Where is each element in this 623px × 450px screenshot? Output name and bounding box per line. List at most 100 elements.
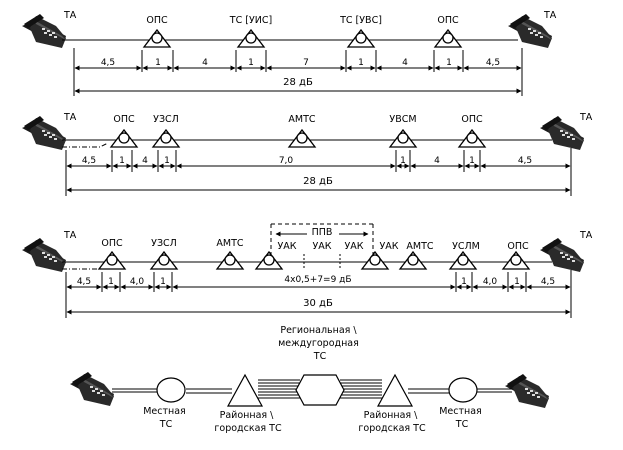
- phone-label-right: ТА: [579, 112, 593, 123]
- node-uzsl-icon: [152, 129, 180, 148]
- node-label: АМТС: [288, 114, 315, 125]
- node-uak-icon: [255, 251, 283, 270]
- total-loss: 28 дБ: [303, 176, 333, 187]
- district-exchange-right-icon: [376, 373, 414, 407]
- node-label: ТС [УВС]: [339, 15, 382, 26]
- node-label: ОПС: [101, 238, 123, 249]
- local-exchange-left-label-line: ТС: [159, 419, 173, 430]
- telephone-left-icon: [22, 116, 66, 150]
- node-ts-uvs-icon: [347, 29, 375, 48]
- node-label: ОПС: [437, 15, 459, 26]
- local-exchange-left-label-line: Местная: [143, 406, 186, 417]
- telephone-right-icon: [540, 116, 584, 150]
- segment-loss: 1: [358, 58, 364, 68]
- phone-label-left: ТА: [63, 230, 77, 241]
- node-ops-icon: [458, 129, 486, 148]
- node-label: ОПС: [461, 114, 483, 125]
- node-uslm-icon: [449, 251, 477, 270]
- node-label: ОПС: [146, 15, 168, 26]
- segment-loss: 1: [160, 277, 166, 287]
- segment-loss: 4: [434, 156, 440, 166]
- node-label: УАК: [344, 241, 363, 252]
- segment-loss: 1: [108, 277, 114, 287]
- phone-label-left: ТА: [63, 10, 77, 21]
- subscriber-dashed-line: [62, 142, 109, 148]
- node-ops-icon: [143, 29, 171, 48]
- node-label: УЗСЛ: [151, 238, 177, 249]
- segment-loss: 4,5: [541, 277, 555, 287]
- segment-loss: 1: [469, 156, 475, 166]
- total-loss: 30 дБ: [303, 298, 333, 309]
- segment-loss: 4: [402, 58, 408, 68]
- regional-exchange-label-line: междугородная: [278, 338, 359, 349]
- telephone-left-icon: [22, 238, 66, 272]
- segment-loss: 4,5: [518, 156, 532, 166]
- phone-label-right: ТА: [543, 10, 557, 21]
- node-label: ОПС: [507, 241, 529, 252]
- node-uak-icon: [361, 251, 389, 270]
- segment-loss: 4: [142, 156, 148, 166]
- node-label: УАК: [277, 241, 296, 252]
- segment-loss: 4: [202, 58, 208, 68]
- telephone-left-icon: [70, 372, 114, 406]
- node-label: ОПС: [113, 114, 135, 125]
- node-ops-icon: [502, 251, 530, 270]
- node-label: УАК: [312, 241, 331, 252]
- telephone-right-icon: [540, 238, 584, 272]
- segment-loss: 1: [164, 156, 170, 166]
- node-ts-uis-icon: [237, 29, 265, 48]
- local-exchange-left-label: Местная ТС: [143, 406, 189, 430]
- node-label: УВСМ: [389, 114, 416, 125]
- regional-exchange-label: Региональная \ междугородная ТС: [278, 325, 362, 362]
- segment-loss: 4,0: [483, 277, 498, 287]
- segment-loss: 4,5: [486, 58, 500, 68]
- segment-loss: 4,5: [77, 277, 91, 287]
- district-exchange-left-label-line: городская ТС: [214, 423, 282, 434]
- regional-exchange-label-line: Региональная \: [280, 325, 357, 336]
- segment-loss: 1: [248, 58, 254, 68]
- trunk-lines: [112, 379, 512, 399]
- node-label: УСЛМ: [452, 241, 480, 252]
- segment-loss: 1: [119, 156, 125, 166]
- node-label: АМТС: [216, 238, 243, 249]
- local-exchange-right-label-line: Местная: [439, 406, 482, 417]
- phone-label-left: ТА: [63, 112, 77, 123]
- chain2-group: ТА ТА ОПС УЗСЛ АМТС УВСМ ОПС: [22, 112, 593, 196]
- local-exchange-right-label: Местная ТС: [439, 406, 485, 430]
- node-uvsm-icon: [389, 129, 417, 148]
- segment-loss: 4,0: [130, 277, 145, 287]
- segment-loss: 7,0: [279, 156, 294, 166]
- node-label: УЗСЛ: [153, 114, 179, 125]
- node-amts-icon: [216, 251, 244, 270]
- local-exchange-right-icon: [448, 377, 478, 403]
- segment-loss: 4х0,5+7=9 дБ: [284, 275, 351, 285]
- node-ops-icon: [110, 129, 138, 148]
- ppv-label: ППВ: [312, 227, 333, 238]
- district-exchange-right-label-line: городская ТС: [358, 423, 426, 434]
- node-label: АМТС: [406, 241, 433, 252]
- telephone-left-icon: [22, 14, 66, 48]
- regional-exchange-icon: [295, 374, 345, 406]
- hierarchy-group: Региональная \ междугородная ТС Местная …: [70, 325, 549, 434]
- district-exchange-left-icon: [226, 373, 264, 407]
- phone-label-right: ТА: [579, 230, 593, 241]
- telephone-right-icon: [505, 374, 549, 408]
- chain1-group: ТА ТА ОПС ТС [УИС] ТС [УВС] ОПС: [22, 10, 557, 96]
- local-exchange-left-icon: [156, 377, 186, 403]
- node-ops-icon: [434, 29, 462, 48]
- district-exchange-right-label: Районная \ городская ТС: [358, 410, 426, 434]
- district-exchange-left-label: Районная \ городская ТС: [214, 410, 282, 434]
- node-amts-icon: [288, 129, 316, 148]
- regional-exchange-label-line: ТС: [313, 351, 327, 362]
- node-amts-icon: [399, 251, 427, 270]
- district-exchange-right-label-line: Районная \: [364, 410, 419, 421]
- chain3-group: ТА ТА ППВ ОПС УЗСЛ АМТС УАК УАК УАК УАК …: [22, 223, 593, 318]
- segment-loss: 7: [303, 58, 309, 68]
- segment-loss: 1: [155, 58, 161, 68]
- node-label: УАК: [379, 241, 398, 252]
- segment-loss: 4,5: [101, 58, 115, 68]
- local-exchange-right-label-line: ТС: [455, 419, 469, 430]
- segment-loss: 1: [400, 156, 406, 166]
- total-loss: 28 дБ: [283, 77, 313, 88]
